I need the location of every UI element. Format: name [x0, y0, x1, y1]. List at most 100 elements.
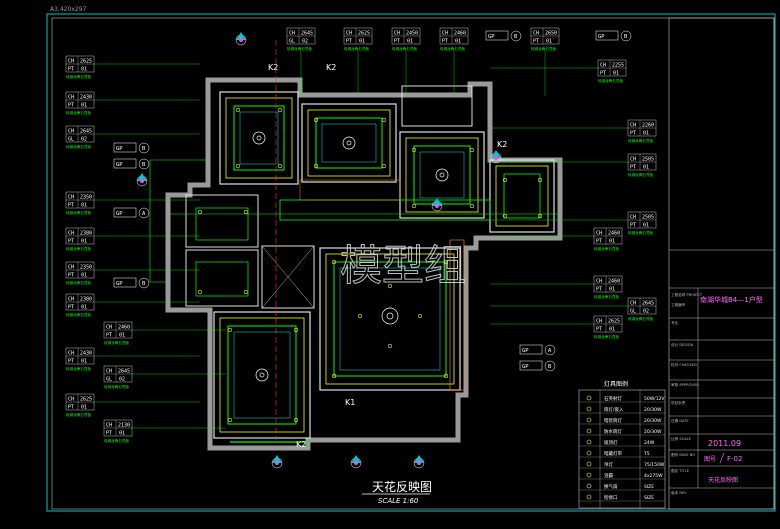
left-tag-ch: 2430 — [80, 351, 92, 357]
legend-symbol-icon — [586, 494, 592, 500]
legend-symbol-icon — [586, 439, 592, 445]
drawing-date: 2011.09 — [708, 439, 741, 448]
sheet-size-label: A3,420x297 — [50, 6, 86, 13]
legend-name: 检修口 — [604, 494, 618, 501]
inner-tag-pt-prefix: GL — [106, 377, 112, 383]
gp-letter: B — [624, 34, 628, 40]
right-tag-code: 01 — [609, 287, 615, 293]
legend-spec: 24W — [644, 440, 655, 446]
legend-symbol-icon — [586, 417, 592, 423]
left-tag-code: 01 — [81, 305, 87, 311]
right-tag-ch: 2505 — [642, 157, 654, 163]
left-tag-code: 01 — [81, 273, 87, 279]
inner-tag-ch: 2645 — [118, 369, 130, 375]
inner-tag-ch: 2130 — [118, 423, 130, 429]
legend-symbol-icon — [586, 450, 592, 456]
spotlight-icon — [197, 209, 203, 215]
title-block-row-label: 校对 CHECKED — [671, 362, 697, 367]
right-tag-pt-prefix: PT — [630, 165, 636, 171]
right-tag-pt-prefix: PT — [596, 327, 602, 333]
legend-name: 浴霸 — [604, 472, 613, 479]
spotlight-icon — [235, 107, 241, 113]
legend-symbol-icon — [586, 428, 592, 434]
left-tag-note: 轻钢龙骨石膏板 — [66, 412, 92, 417]
left-tag-ch: 2350 — [80, 195, 92, 201]
inner-tag-ch-prefix: CH — [106, 423, 112, 429]
left-tag-note: 轻钢龙骨石膏板 — [66, 144, 92, 149]
inner-tag-code: 02 — [119, 377, 125, 383]
left-tag-ch: 2380 — [80, 231, 92, 237]
left-tag-code: 01 — [81, 103, 87, 109]
top-tag-ch-prefix: CH — [289, 31, 295, 37]
spotlight-icon — [357, 313, 363, 319]
left-tag-note: 轻钢龙骨石膏板 — [66, 210, 92, 215]
right-tag-pt-prefix: PT — [596, 287, 602, 293]
inner-tag-note: 轻钢龙骨石膏板 — [104, 438, 130, 443]
spotlight-icon — [277, 107, 283, 113]
left-tag-code: 01 — [81, 239, 87, 245]
left-tag-note: 轻钢龙骨石膏板 — [66, 246, 92, 251]
legend-name: 石英射灯 — [604, 395, 622, 402]
left-tag-pt-prefix: PT — [68, 273, 74, 279]
left-tag-ch-prefix: CH — [68, 231, 74, 237]
spotlight-icon — [469, 147, 475, 153]
right-tag-code: 01 — [643, 165, 649, 171]
gp-label: GP — [116, 146, 123, 152]
left-tag-ch-prefix: CH — [68, 129, 74, 135]
legend-title: 灯具图例 — [604, 380, 628, 388]
left-tag-ch-prefix: CH — [68, 351, 74, 357]
left-tag-note: 轻钢龙骨石膏板 — [66, 366, 92, 371]
spotlight-icon — [417, 313, 423, 319]
spotlight-icon — [537, 213, 543, 219]
legend-spec: 20/30W — [644, 429, 662, 435]
left-tag-ch: 2625 — [80, 397, 92, 403]
top-tag-code: 01 — [546, 39, 552, 45]
right-tag-ch: 2460 — [608, 279, 620, 285]
left-tag-pt-prefix: PT — [68, 405, 74, 411]
watermark: 模型组 — [340, 241, 466, 290]
legend-spec: SIZE — [644, 484, 654, 490]
k-label-2: K2 — [326, 63, 336, 72]
right-tag-ch-prefix: CH — [596, 279, 602, 285]
right-tag-code: 01 — [613, 71, 619, 77]
legend-name: 换气扇 — [604, 483, 618, 490]
right-tag-code: 01 — [643, 223, 649, 229]
top-tag-ch-prefix: CH — [533, 31, 539, 37]
right-tag-pt-prefix: PT — [600, 71, 606, 77]
left-tag-ch-prefix: CH — [68, 195, 74, 201]
inner-tag-ch: 2460 — [118, 325, 130, 331]
right-tag-note: 轻钢龙骨石膏板 — [628, 138, 654, 143]
top-tag-pt-prefix: PT — [394, 39, 400, 45]
sheet-number-prefix: 图号 — [704, 456, 716, 463]
right-tag-ch-prefix: CH — [596, 231, 602, 237]
gp-label: GP — [116, 162, 123, 168]
gp-label: GP — [116, 211, 123, 217]
k-label-5: K2 — [296, 440, 306, 449]
left-tag-code: 01 — [81, 359, 87, 365]
title-block-row-label: 设计 DESIGN — [671, 342, 693, 347]
top-tag-ch-prefix: CH — [346, 31, 352, 37]
legend-spec: 20/30W — [644, 407, 662, 413]
title-block-row-label: 比例 SCALE — [671, 436, 692, 441]
left-tag-ch-prefix: CH — [68, 95, 74, 101]
spotlight-icon — [235, 163, 241, 169]
left-tag-ch-prefix: CH — [68, 265, 74, 271]
legend-symbol-icon — [586, 472, 592, 478]
left-tag-code: 01 — [81, 203, 87, 209]
inner-tag-pt-prefix: PT — [106, 333, 112, 339]
spotlight-icon — [293, 327, 299, 333]
top-tag-pt-prefix: PT — [346, 39, 352, 45]
drawing-title: 天花反映图 — [372, 479, 432, 494]
gp-letter: B — [514, 34, 518, 40]
left-tag-ch: 2350 — [80, 265, 92, 271]
top-tag-ch: 2645 — [301, 31, 313, 37]
right-tag-code: 01 — [609, 239, 615, 245]
inner-tag-code: 01 — [119, 333, 125, 339]
k-label-1: K2 — [268, 63, 278, 72]
inner-tag-ch-prefix: CH — [106, 325, 112, 331]
right-tag-ch: 2460 — [608, 231, 620, 237]
spotlight-icon — [227, 327, 233, 333]
title-block-row-label: 工程名称 PROJECT — [671, 292, 703, 297]
